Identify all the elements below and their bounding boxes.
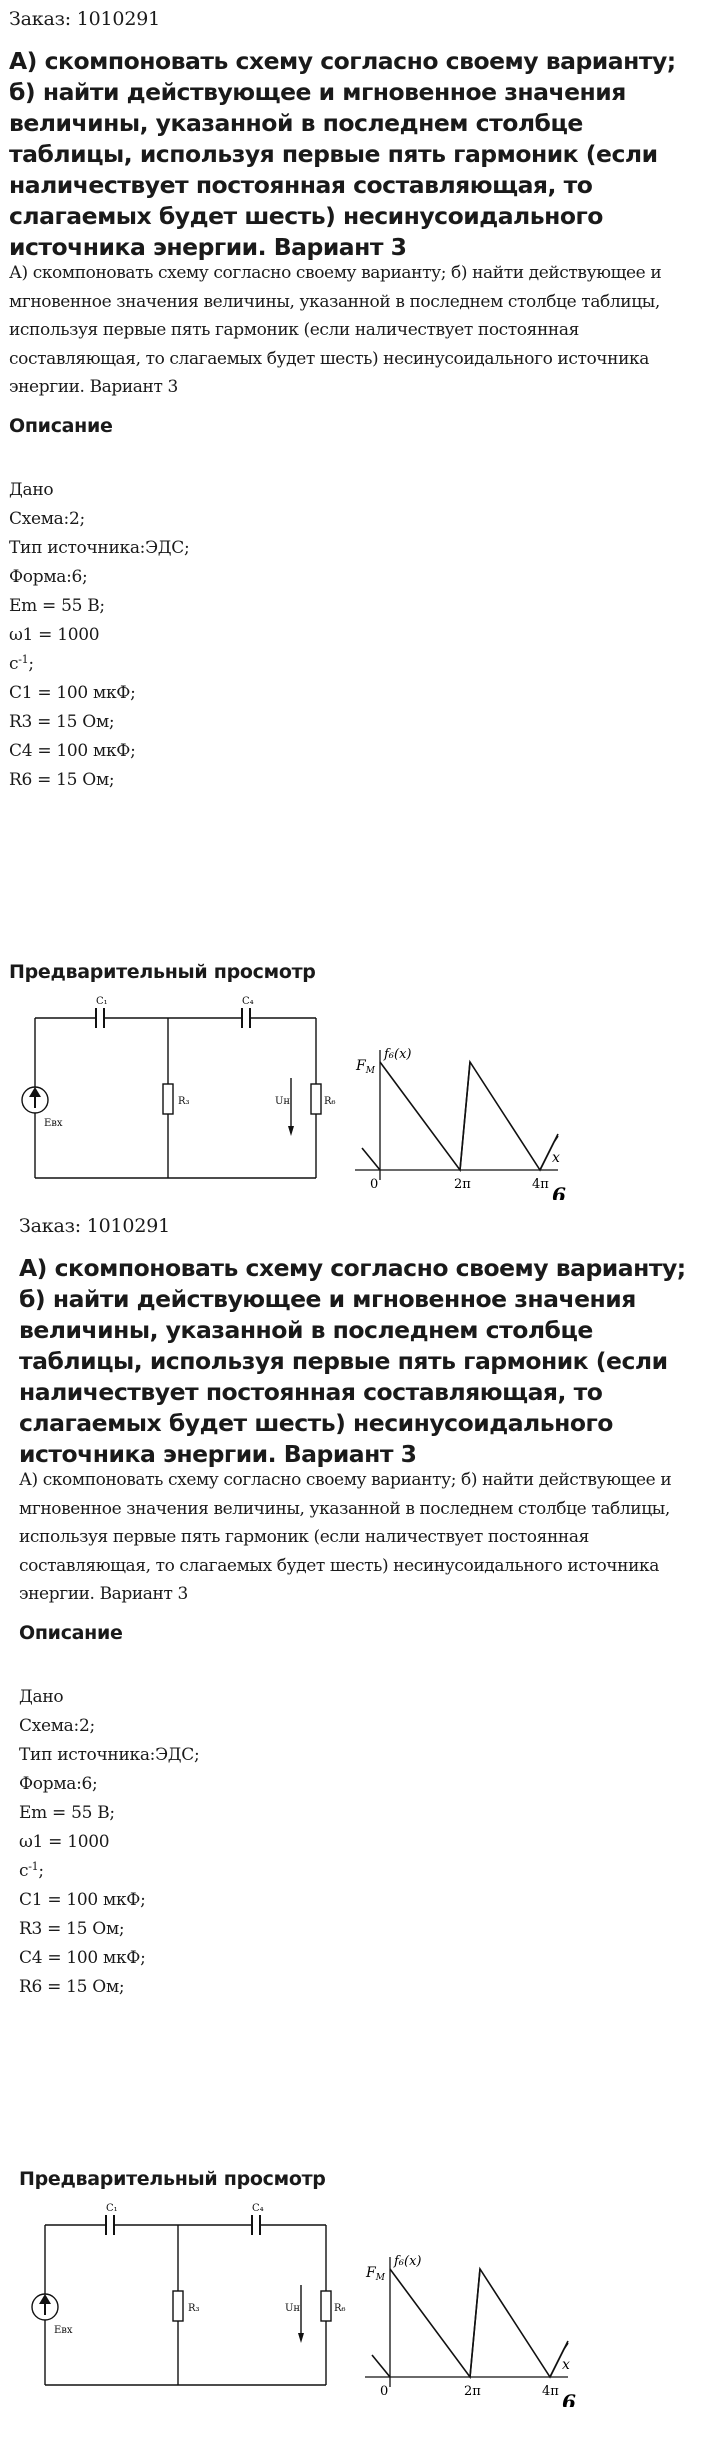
circuit-diagram (31, 2215, 332, 2386)
given-r3: R3 = 15 Ом; (19, 1919, 125, 1939)
order-number: Заказ: 1010291 (19, 1215, 170, 1237)
sawtooth-rise-1 (469, 2268, 481, 2378)
sawtooth-rise-1 (459, 1061, 471, 1171)
output-label: Uн (275, 1096, 290, 1107)
unit-tail: ; (38, 1861, 44, 1881)
origin-label: 0 (370, 1177, 378, 1192)
y-axis-label: FM (365, 2265, 386, 2283)
sawtooth-rise-2 (549, 2340, 569, 2378)
curve-label: f₆(x) (393, 2254, 422, 2269)
given-em: Em = 55 В; (9, 596, 105, 616)
task-intro: А) скомпоновать схему согласно своему ва… (9, 263, 662, 397)
task-intro: А) скомпоновать схему согласно своему ва… (19, 1470, 672, 1604)
r6-label: R₆ (334, 2303, 346, 2314)
resistor-r6 (310, 1083, 322, 1115)
order-number: Заказ: 1010291 (9, 8, 160, 30)
given-omega: ω1 = 1000 (19, 1832, 110, 1852)
preview-figure: C₁ C₄ R₃ R₆ Eвх Uн FM f₆(x) x 0 2π 4π (21, 996, 566, 1200)
c1-label: C₁ (106, 2203, 118, 2214)
given-c4: С4 = 100 мкФ; (9, 741, 136, 761)
preview-heading: Предварительный просмотр (19, 2168, 326, 2190)
given-scheme: Схема:2; (9, 509, 85, 529)
unit-base: с (9, 654, 19, 674)
given-scheme: Схема:2; (19, 1716, 95, 1736)
c4-label: C₄ (242, 996, 254, 1007)
sawtooth-tail (361, 1147, 381, 1171)
origin-label: 0 (380, 2384, 388, 2399)
order-card-1: Заказ: 1010291 А) скомпоновать схему сог… (0, 0, 701, 1228)
form-number: 6 (552, 1183, 566, 1200)
sawtooth-rise-2 (539, 1133, 559, 1171)
given-source-type: Тип источника:ЭДС; (19, 1745, 200, 1765)
given-omega-unit: с-1; (19, 1857, 199, 1886)
r3-label: R₃ (178, 1096, 190, 1107)
tick-2pi: 2π (464, 2384, 481, 2399)
given-em: Em = 55 В; (19, 1803, 115, 1823)
source-label: Eвх (54, 2325, 73, 2336)
given-r3: R3 = 15 Ом; (9, 712, 115, 732)
unit-exponent: -1 (18, 653, 29, 666)
resistor-r6 (320, 2290, 332, 2322)
unit-tail: ; (28, 654, 34, 674)
tick-2pi: 2π (454, 1177, 471, 1192)
source-label: Eвх (44, 1118, 63, 1129)
circuit-diagram (21, 1008, 322, 1179)
preview-figure: C₁ C₄ R₃ R₆ Eвх Uн FM f₆(x) x 0 2π 4π (31, 2203, 576, 2407)
unit-exponent: -1 (28, 1860, 39, 1873)
tick-4pi: 4π (542, 2384, 559, 2399)
curve-label: f₆(x) (383, 1047, 412, 1062)
preview-image: C₁ C₄ R₃ R₆ Eвх Uн FM f₆(x) x 0 2π 4π (10, 2197, 610, 2407)
given-source-type: Тип источника:ЭДС; (9, 538, 190, 558)
x-axis-label: x (562, 2357, 570, 2373)
given-r6: R6 = 15 Ом; (9, 770, 115, 790)
order-card-2: Заказ: 1010291 А) скомпоновать схему сог… (10, 1207, 701, 2435)
given-c4: С4 = 100 мкФ; (19, 1948, 146, 1968)
given-r6: R6 = 15 Ом; (19, 1977, 125, 1997)
r6-label: R₆ (324, 1096, 336, 1107)
c4-label: C₄ (252, 2203, 264, 2214)
preview-image: C₁ C₄ R₃ R₆ Eвх Uн FM f₆(x) x 0 2π 4π (0, 990, 600, 1200)
given-omega-unit: с-1; (9, 650, 189, 679)
source-arrow-head (29, 1087, 41, 1097)
given-form: Форма:6; (19, 1774, 98, 1794)
x-axis-label: x (552, 1150, 560, 1166)
description-heading: Описание (19, 1622, 123, 1644)
output-label: Uн (285, 2303, 300, 2314)
given-c1: С1 = 100 мкФ; (19, 1890, 146, 1910)
form-number: 6 (562, 2390, 576, 2407)
y-axis-label: FM (355, 1058, 376, 1076)
sawtooth-tail (371, 2354, 391, 2378)
task-title: А) скомпоновать схему согласно своему ва… (9, 47, 676, 261)
given-list: Дано Схема:2; Тип источника:ЭДС; Форма:6… (9, 476, 190, 795)
given-form: Форма:6; (9, 567, 88, 587)
resistor-r3 (162, 1083, 174, 1115)
source-arrow-head (39, 2294, 51, 2304)
unit-base: с (19, 1861, 29, 1881)
description-heading: Описание (9, 415, 113, 437)
c1-label: C₁ (96, 996, 108, 1007)
waveform-graph: FM f₆(x) x 0 2π 4π 6 (355, 1047, 566, 1200)
given-list: Дано Схема:2; Тип источника:ЭДС; Форма:6… (19, 1683, 200, 2002)
given-omega: ω1 = 1000 (9, 625, 100, 645)
given-heading: Дано (19, 1687, 64, 1707)
waveform-graph: FM f₆(x) x 0 2π 4π 6 (365, 2254, 576, 2407)
tick-4pi: 4π (532, 1177, 549, 1192)
r3-label: R₃ (188, 2303, 200, 2314)
given-heading: Дано (9, 480, 54, 500)
output-arrow-head (288, 1126, 294, 1136)
resistor-r3 (172, 2290, 184, 2322)
given-c1: С1 = 100 мкФ; (9, 683, 136, 703)
preview-heading: Предварительный просмотр (9, 961, 316, 983)
task-title: А) скомпоновать схему согласно своему ва… (19, 1254, 686, 1468)
output-arrow-head (298, 2333, 304, 2343)
